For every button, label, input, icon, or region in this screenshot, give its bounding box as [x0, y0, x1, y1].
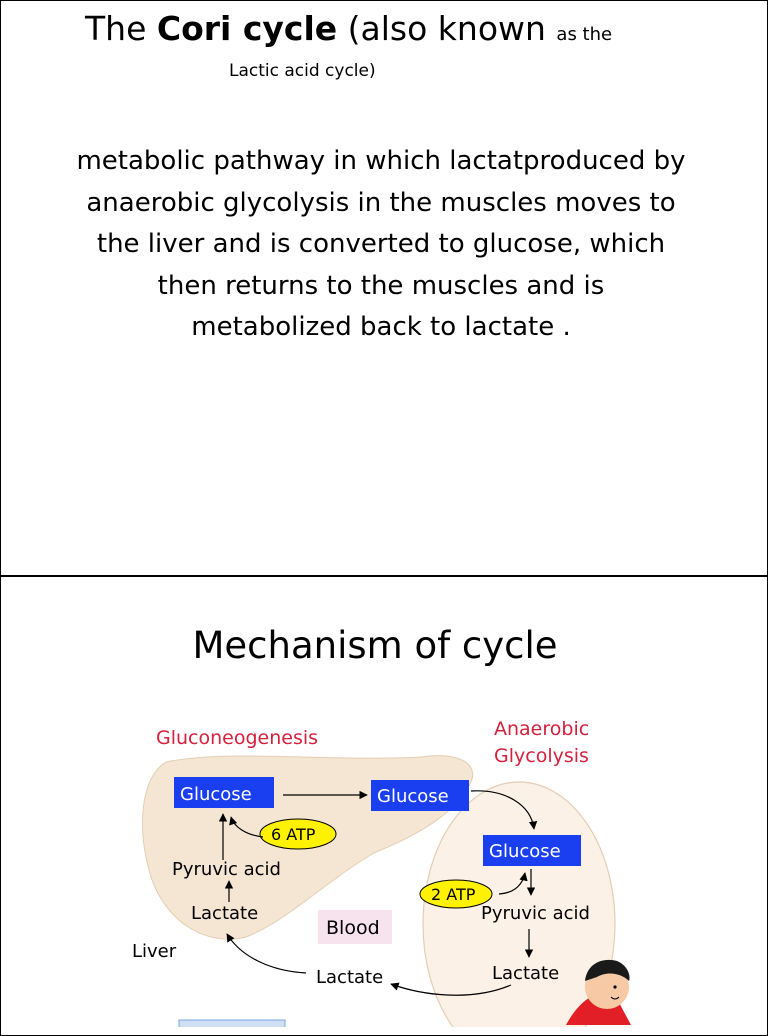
arrow-atp6-curve	[229, 816, 264, 838]
lactate-blood-label: Lactate	[316, 967, 383, 988]
glucose-liver-label: Glucose	[180, 784, 252, 805]
glucose-blood-box	[371, 780, 469, 811]
blood-label-bg	[318, 910, 392, 944]
pyruvic-muscle-label: Pyruvic acid	[481, 903, 590, 924]
glucose-liver-box	[174, 777, 274, 808]
slide-title: The Cori cycle (also known as the	[85, 9, 612, 48]
arrow-lactate-muscle-to-blood	[390, 982, 512, 996]
arrow-lactate-blood-to-liver	[226, 933, 307, 974]
definition-line: anaerobic glycolysis in the muscles move…	[86, 187, 676, 218]
atp2-oval	[419, 879, 493, 909]
glycolysis-label: Glycolysis	[494, 745, 589, 767]
cori-cycle-diagram: Gluconeogenesis Anaerobic Glycolysis Glu…	[132, 718, 631, 1027]
atp6-label: 6 ATP	[271, 825, 316, 844]
title-bold: Cori cycle	[156, 9, 338, 48]
slide-title: Mechanism of cycle	[192, 624, 558, 667]
blood-label: Blood	[326, 917, 380, 939]
pyruvic-liver-label: Pyruvic acid	[172, 859, 281, 880]
glucose-muscle-box	[483, 835, 581, 866]
slide-mechanism: Mechanism of cycle Gluconeogenesis Anaer…	[0, 576, 768, 1036]
lactate-liver-label: Lactate	[191, 903, 258, 924]
title-subline: Lactic acid cycle)	[229, 61, 376, 81]
arrow-atp2-curve	[498, 872, 528, 895]
slide-definition: The Cori cycle (also known as the Lactic…	[0, 0, 768, 576]
title-pre: The	[85, 9, 157, 48]
definition-line: the liver and is converted to glucose, w…	[96, 229, 666, 259]
definition-line: metabolic pathway in which lactatproduce…	[76, 146, 686, 176]
liver-label: Liver	[132, 941, 177, 962]
definition-line: metabolized back to lactate .	[191, 312, 571, 342]
definition-text: metabolic pathway in which lactatproduce…	[21, 141, 741, 349]
gluconeogenesis-label: Gluconeogenesis	[156, 727, 318, 749]
title-mid: (also known	[337, 9, 557, 48]
arrow-blood-to-muscle	[470, 790, 538, 830]
lactate-muscle-label: Lactate	[492, 963, 559, 984]
title-small: as the	[556, 24, 613, 45]
runner-illustration	[566, 959, 631, 1025]
glucose-blood-label: Glucose	[377, 786, 449, 807]
glucose-muscle-label: Glucose	[489, 841, 561, 862]
atp6-oval	[259, 818, 337, 850]
anaerobic-label: Anaerobic	[494, 718, 589, 740]
atp2-label: 2 ATP	[431, 885, 476, 904]
definition-line: then returns to the muscles and is	[157, 270, 605, 301]
